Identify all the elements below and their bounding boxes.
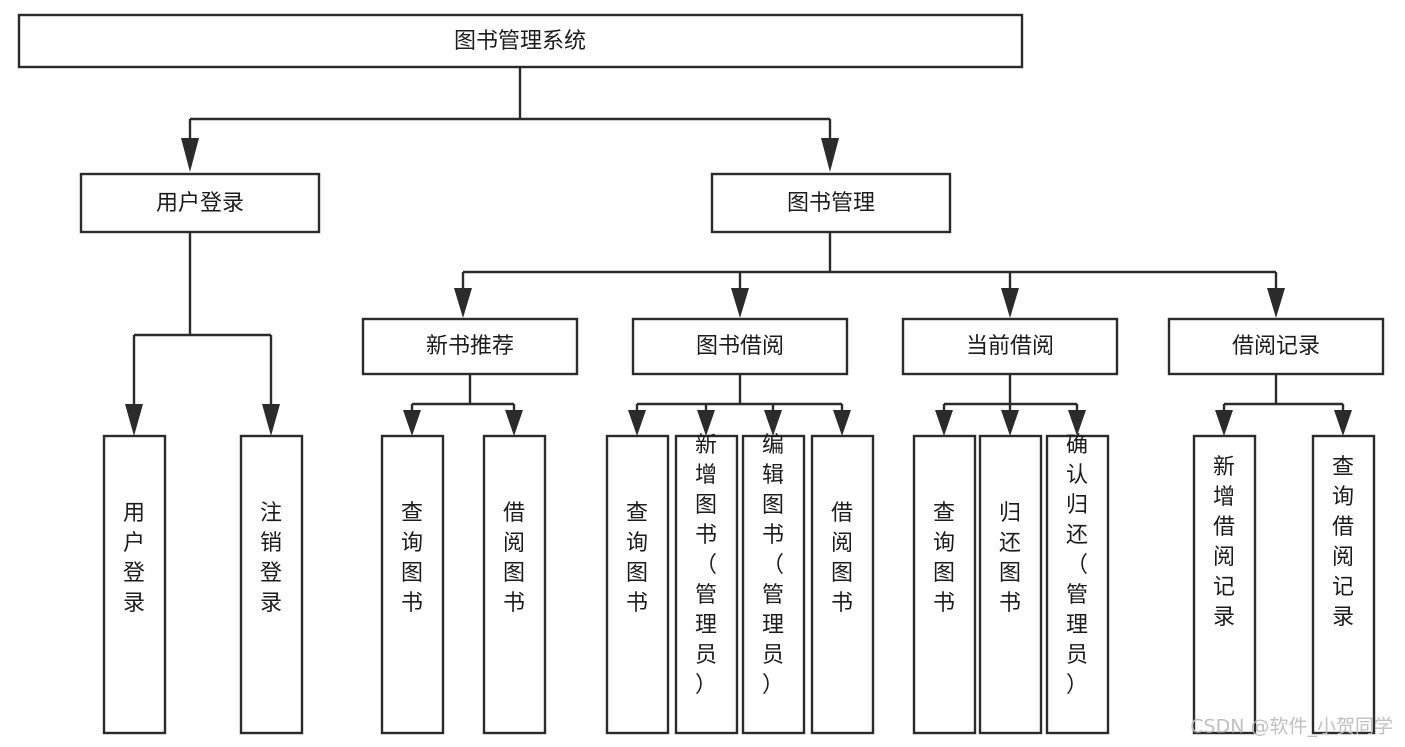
arrowhead-leaf-current-borrow-3 bbox=[1068, 410, 1086, 436]
leaf-new-book-2-label: 借阅图书 bbox=[503, 501, 525, 616]
leaf-user-login-1-label: 用户登录 bbox=[123, 501, 145, 616]
leaf-new-book-1-label: 查询图书 bbox=[401, 501, 423, 616]
arrowhead-leaf-user-login-2 bbox=[262, 404, 280, 436]
leaf-book-borrow-2-label: 新增图书（管理员） bbox=[695, 433, 717, 698]
leaf-book-borrow-2[interactable]: 新增图书（管理员） bbox=[674, 433, 739, 735]
arrowhead-book-manage bbox=[821, 138, 839, 172]
leaf-book-borrow-1-box[interactable] bbox=[605, 434, 670, 735]
arrowhead-leaf-book-borrow-3 bbox=[764, 410, 782, 436]
node-user-login-box[interactable] bbox=[79, 172, 321, 234]
node-book-borrow-box[interactable] bbox=[631, 317, 849, 376]
leaf-book-borrow-1[interactable]: 查询图书 bbox=[605, 434, 670, 735]
arrowhead-leaf-new-book-2 bbox=[505, 410, 523, 436]
node-new-book-recommend-box[interactable] bbox=[361, 317, 579, 376]
node-current-borrow-label: 当前借阅 bbox=[966, 334, 1054, 359]
arrowhead-leaf-borrow-record-1 bbox=[1215, 410, 1233, 436]
leaf-borrow-record-1-label: 新增借阅记录 bbox=[1213, 455, 1235, 630]
arrowhead-leaf-current-borrow-1 bbox=[935, 410, 953, 436]
node-book-manage[interactable]: 图书管理 bbox=[710, 172, 952, 234]
csdn-watermark: CSDN @软件_小贺同学 bbox=[1190, 716, 1393, 738]
arrowhead-leaf-book-borrow-2 bbox=[697, 410, 715, 436]
node-borrow-record-box[interactable] bbox=[1167, 317, 1385, 376]
arrowhead-leaf-new-book-1 bbox=[403, 410, 421, 436]
node-current-borrow[interactable]: 当前借阅 bbox=[901, 317, 1119, 376]
arrowhead-leaf-borrow-record-2 bbox=[1334, 410, 1352, 436]
leaf-borrow-record-2[interactable]: 查询借阅记录 bbox=[1311, 434, 1376, 735]
node-user-login-label: 用户登录 bbox=[156, 191, 244, 216]
node-borrow-record[interactable]: 借阅记录 bbox=[1167, 317, 1385, 376]
leaf-user-login-1[interactable]: 用户登录 bbox=[102, 434, 167, 735]
leaf-user-login-2-label: 注销登录 bbox=[260, 501, 282, 616]
node-user-login[interactable]: 用户登录 bbox=[79, 172, 321, 234]
arrowhead-leaf-user-login-1 bbox=[125, 404, 143, 436]
leaf-new-book-2[interactable]: 借阅图书 bbox=[482, 434, 547, 735]
node-book-borrow[interactable]: 图书借阅 bbox=[631, 317, 849, 376]
leaf-borrow-record-2-label: 查询借阅记录 bbox=[1332, 455, 1354, 630]
node-book-manage-label: 图书管理 bbox=[787, 191, 875, 216]
leaf-book-borrow-4[interactable]: 借阅图书 bbox=[810, 434, 875, 735]
node-root-system-box[interactable] bbox=[17, 13, 1024, 69]
leaf-new-book-2-box[interactable] bbox=[482, 434, 547, 735]
node-current-borrow-box[interactable] bbox=[901, 317, 1119, 376]
leaf-user-login-1-box[interactable] bbox=[102, 434, 167, 735]
leaf-new-book-1[interactable]: 查询图书 bbox=[380, 434, 445, 735]
leaf-current-borrow-3-box[interactable] bbox=[1045, 434, 1110, 735]
arrowhead-borrow-record bbox=[1267, 288, 1285, 318]
leaf-book-borrow-4-box[interactable] bbox=[810, 434, 875, 735]
arrowhead-leaf-current-borrow-2 bbox=[1001, 410, 1019, 436]
leaf-current-borrow-2-box[interactable] bbox=[978, 434, 1043, 735]
arrowhead-current-borrow bbox=[1001, 288, 1019, 318]
arrowhead-book-borrow bbox=[731, 288, 749, 318]
leaf-borrow-record-1-box[interactable] bbox=[1192, 434, 1257, 735]
leaf-book-borrow-3-label: 编辑图书（管理员） bbox=[762, 433, 784, 698]
leaf-borrow-record-2-box[interactable] bbox=[1311, 434, 1376, 735]
arrowhead-user-login bbox=[181, 138, 199, 172]
leaf-user-login-2-box[interactable] bbox=[239, 434, 304, 735]
leaf-current-borrow-2-label: 归还图书 bbox=[999, 501, 1021, 616]
leaf-current-borrow-1-label: 查询图书 bbox=[933, 501, 955, 616]
node-book-manage-box[interactable] bbox=[710, 172, 952, 234]
node-root-system[interactable]: 图书管理系统 bbox=[17, 13, 1024, 69]
node-borrow-record-label: 借阅记录 bbox=[1232, 334, 1320, 359]
leaf-current-borrow-1-box[interactable] bbox=[912, 434, 977, 735]
leaf-book-borrow-4-label: 借阅图书 bbox=[831, 501, 853, 616]
node-new-book-recommend[interactable]: 新书推荐 bbox=[361, 317, 579, 376]
leaf-current-borrow-3[interactable]: 确认归还（管理员） bbox=[1045, 433, 1110, 735]
leaf-user-login-2[interactable]: 注销登录 bbox=[239, 434, 304, 735]
leaf-book-borrow-3[interactable]: 编辑图书（管理员） bbox=[741, 433, 806, 735]
arrowhead-leaf-book-borrow-4 bbox=[833, 410, 851, 436]
connector-layer bbox=[125, 67, 1352, 436]
leaf-current-borrow-3-label: 确认归还（管理员） bbox=[1066, 433, 1088, 698]
leaf-book-borrow-1-label: 查询图书 bbox=[626, 501, 648, 616]
arrowhead-leaf-book-borrow-1 bbox=[628, 410, 646, 436]
leaf-book-borrow-3-box[interactable] bbox=[741, 434, 806, 735]
node-root-system-label: 图书管理系统 bbox=[454, 29, 586, 54]
node-book-borrow-label: 图书借阅 bbox=[696, 334, 784, 359]
node-new-book-recommend-label: 新书推荐 bbox=[426, 334, 514, 359]
leaf-current-borrow-2[interactable]: 归还图书 bbox=[978, 434, 1043, 735]
leaf-current-borrow-1[interactable]: 查询图书 bbox=[912, 434, 977, 735]
leaf-book-borrow-2-box[interactable] bbox=[674, 434, 739, 735]
leaf-new-book-1-box[interactable] bbox=[380, 434, 445, 735]
leaf-borrow-record-1[interactable]: 新增借阅记录 bbox=[1192, 434, 1257, 735]
arrowhead-new-book bbox=[454, 288, 472, 318]
